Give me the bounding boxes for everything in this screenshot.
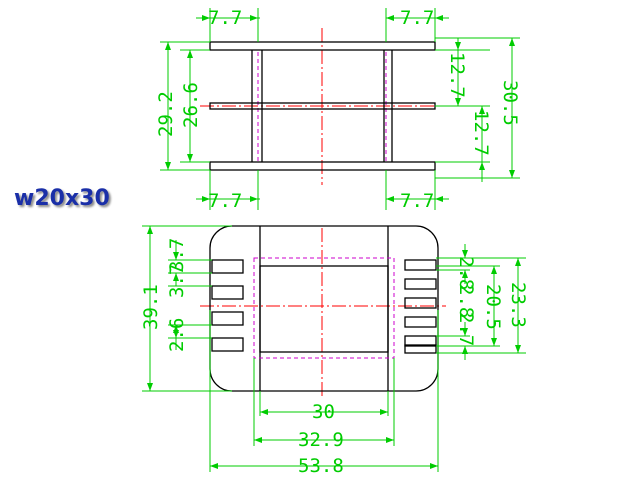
dim-width-inner: 30 — [312, 401, 335, 423]
bottom-flange — [209, 161, 436, 171]
top-view-arrows — [165, 15, 515, 202]
front-view-dimension-lines — [142, 225, 526, 472]
dim-flange-left-bottom: 7.7 — [208, 190, 242, 212]
dim-inner-height-top: 26.6 — [180, 82, 202, 128]
dim-pin-offset-mid: 3.7 — [166, 264, 188, 298]
front-body-outline — [209, 225, 439, 392]
dim-overall-height-front: 39.1 — [140, 284, 162, 330]
dim-flange-right-top: 7.7 — [400, 7, 434, 29]
dim-overall-height-top: 29.2 — [155, 91, 177, 137]
dim-right-pitch-top: 2.8 — [455, 256, 477, 290]
front-view-arrows — [147, 226, 521, 469]
top-flange — [209, 41, 436, 51]
top-view: 7.7 7.7 7.7 7.7 29.2 26.6 12.7 12.7 30.5 — [155, 7, 521, 212]
dim-width-overall: 53.8 — [298, 455, 344, 477]
right-pins — [404, 259, 437, 354]
dim-flange-right-bottom: 7.7 — [400, 190, 434, 212]
dim-flange-left-top: 7.7 — [208, 7, 242, 29]
dim-right-inner: 20.5 — [482, 284, 504, 330]
dim-pin-offset-low: 2.6 — [166, 318, 188, 352]
dim-right-outer: 23.3 — [507, 282, 529, 328]
core-window — [259, 265, 389, 353]
dim-right-pitch-low: 2.7 — [455, 312, 477, 346]
dim-right-pitch-mid: 2.8 — [455, 284, 477, 318]
dim-pin-offset-top: 3.7 — [166, 238, 188, 272]
dim-total-right: 30.5 — [499, 80, 521, 126]
part-label: w20x30 — [14, 186, 110, 211]
dim-width-mid: 32.9 — [298, 429, 344, 451]
core-hidden-outline — [253, 257, 395, 359]
left-pins — [211, 259, 244, 352]
front-view: 39.1 3.7 3.7 2.6 2.8 2.8 2.7 20.5 23.3 3… — [140, 225, 529, 477]
dim-section-lower: 12.7 — [470, 110, 492, 156]
dim-section-upper: 12.7 — [446, 52, 468, 98]
